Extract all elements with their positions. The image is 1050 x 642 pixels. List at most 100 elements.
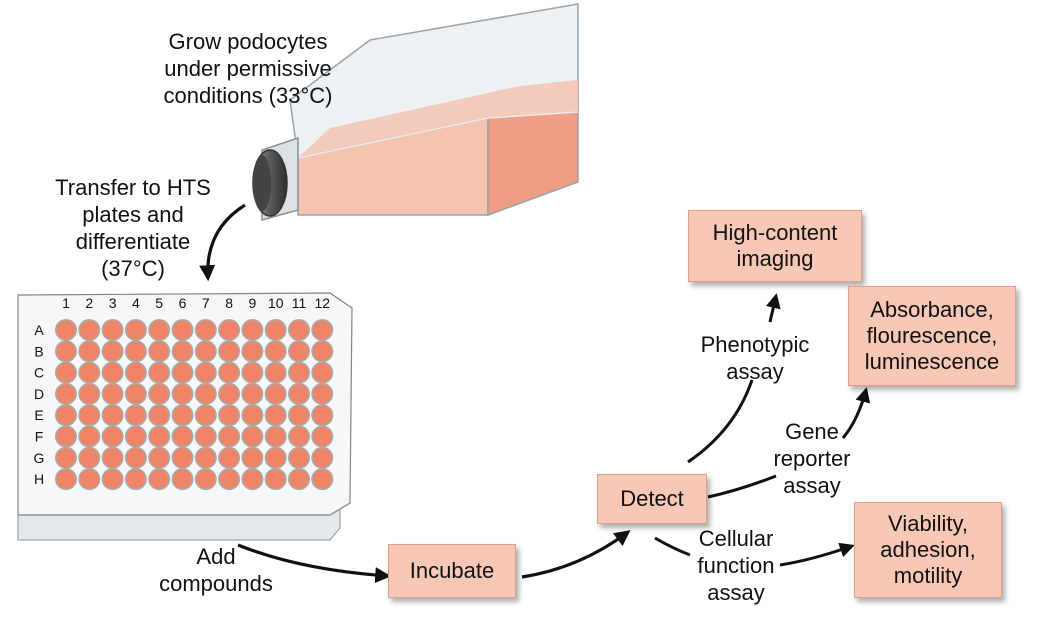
plate-well bbox=[218, 468, 241, 491]
plate-well bbox=[218, 361, 241, 384]
plate-well bbox=[171, 340, 194, 363]
label-line: function bbox=[697, 553, 775, 578]
plate-column-label: 4 bbox=[132, 295, 140, 311]
plate-well bbox=[264, 468, 287, 491]
plate-well bbox=[54, 340, 77, 363]
plate-well bbox=[264, 404, 287, 427]
plate-well bbox=[171, 382, 194, 405]
plate-well bbox=[241, 382, 264, 405]
label-line: Cellular bbox=[698, 526, 774, 551]
box-text: Incubate bbox=[409, 558, 495, 583]
label-line: assay bbox=[726, 359, 784, 384]
plate-well bbox=[124, 318, 147, 341]
plate-well bbox=[311, 404, 334, 427]
flask-side-face bbox=[487, 111, 579, 217]
arrow-gene-lower bbox=[707, 474, 777, 499]
plate-well bbox=[171, 318, 194, 341]
box-text: Absorbance, bbox=[870, 297, 994, 322]
plate-column-label: 9 bbox=[249, 295, 257, 311]
plate-well bbox=[194, 468, 217, 491]
box-detect: Detect bbox=[597, 474, 707, 524]
plate-column-label: 10 bbox=[268, 295, 284, 311]
plate-well bbox=[78, 382, 101, 405]
plate-row-label: C bbox=[34, 365, 44, 381]
box-text: Viability, bbox=[888, 511, 968, 536]
plate-well bbox=[148, 446, 171, 469]
plate-well bbox=[194, 425, 217, 448]
plate-well bbox=[148, 361, 171, 384]
label-line: Grow podocytes bbox=[168, 29, 328, 54]
plate-well bbox=[101, 318, 124, 341]
plate-well bbox=[264, 425, 287, 448]
plate-well bbox=[194, 340, 217, 363]
plate-well bbox=[148, 468, 171, 491]
plate-well bbox=[218, 318, 241, 341]
plate-well bbox=[218, 382, 241, 405]
plate-wells bbox=[54, 318, 334, 491]
label-gene-reporter-assay: Gene reporter assay bbox=[762, 418, 862, 499]
plate-well bbox=[194, 404, 217, 427]
plate-well bbox=[101, 468, 124, 491]
arrow-transfer bbox=[199, 203, 246, 282]
flask-cap-end bbox=[253, 155, 271, 211]
label-line: assay bbox=[783, 473, 841, 498]
arrow-gene-upper bbox=[841, 387, 871, 439]
plate-well bbox=[148, 425, 171, 448]
plate-column-label: 2 bbox=[85, 295, 93, 311]
box-text: Detect bbox=[620, 486, 684, 511]
plate-well bbox=[241, 425, 264, 448]
plate-well bbox=[264, 340, 287, 363]
box-high-content-imaging: High-content imaging bbox=[688, 210, 862, 282]
label-line: assay bbox=[707, 580, 765, 605]
label-grow-podocytes: Grow podocytes under permissive conditio… bbox=[148, 28, 348, 109]
plate-well bbox=[124, 446, 147, 469]
plate-well bbox=[124, 340, 147, 363]
plate-well bbox=[171, 446, 194, 469]
plate-well bbox=[124, 361, 147, 384]
plate-well bbox=[101, 446, 124, 469]
box-text: motility bbox=[893, 563, 963, 588]
plate-well bbox=[101, 404, 124, 427]
plate-well bbox=[54, 318, 77, 341]
plate-well bbox=[218, 340, 241, 363]
plate-well bbox=[101, 340, 124, 363]
plate-well bbox=[194, 382, 217, 405]
label-line: plates and bbox=[82, 202, 184, 227]
plate-well bbox=[101, 361, 124, 384]
plate-well bbox=[54, 468, 77, 491]
plate-well bbox=[101, 382, 124, 405]
label-line: (37°C) bbox=[101, 256, 165, 281]
plate-well bbox=[241, 446, 264, 469]
plate-well bbox=[54, 404, 77, 427]
box-viability: Viability, adhesion, motility bbox=[854, 502, 1002, 598]
plate-well bbox=[264, 382, 287, 405]
plate-row-label: H bbox=[34, 471, 44, 487]
plate-well bbox=[78, 446, 101, 469]
plate-well bbox=[78, 425, 101, 448]
box-text: luminescence bbox=[864, 349, 1000, 374]
plate-well bbox=[101, 425, 124, 448]
plate-well bbox=[287, 446, 310, 469]
plate-well bbox=[78, 404, 101, 427]
arrow-cellular-upper bbox=[779, 542, 855, 567]
plate-row-label: G bbox=[34, 450, 45, 466]
plate-column-label: 8 bbox=[225, 295, 233, 311]
plate-well bbox=[148, 404, 171, 427]
plate-well bbox=[171, 361, 194, 384]
box-text: imaging bbox=[736, 246, 814, 271]
arrow-add-compounds bbox=[237, 543, 392, 584]
plate-row-label: E bbox=[34, 407, 43, 423]
plate-well bbox=[194, 318, 217, 341]
plate-well bbox=[311, 361, 334, 384]
plate-well bbox=[264, 318, 287, 341]
label-line: conditions (33°C) bbox=[163, 83, 333, 108]
plate-column-label: 12 bbox=[315, 295, 331, 311]
label-line: differentiate bbox=[75, 229, 191, 254]
plate-well bbox=[194, 361, 217, 384]
plate-well bbox=[311, 425, 334, 448]
label-cellular-function-assay: Cellular function assay bbox=[686, 525, 786, 606]
plate-well bbox=[171, 425, 194, 448]
